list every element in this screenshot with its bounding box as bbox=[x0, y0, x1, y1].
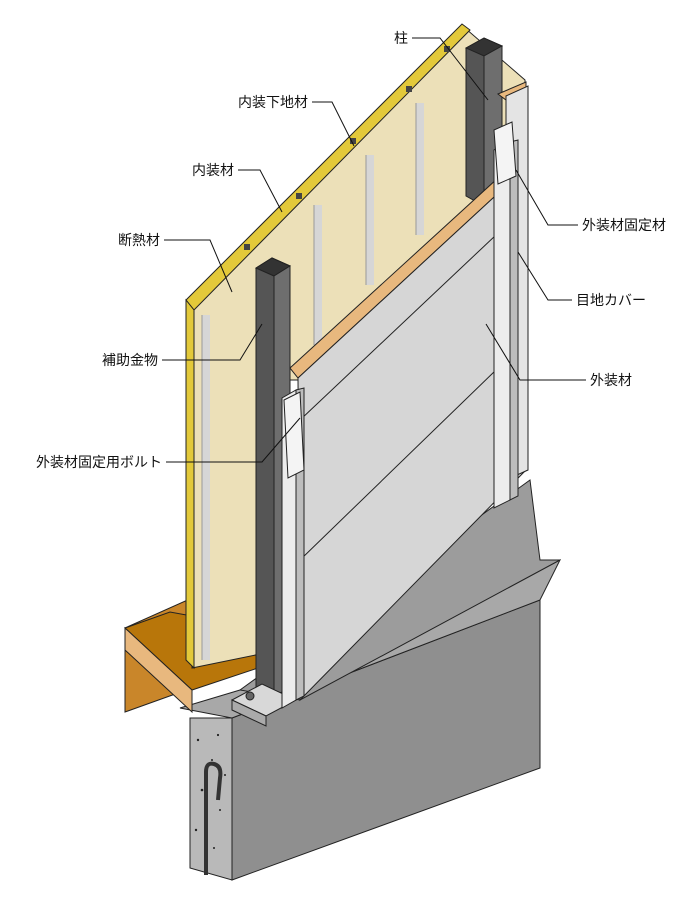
joint-cover-rail bbox=[493, 139, 519, 509]
label-exterior-fixing-member: 外装材固定材 bbox=[582, 218, 666, 234]
fixing-bracket bbox=[283, 121, 517, 479]
label-column: 柱 bbox=[394, 31, 408, 47]
label-exterior-panel: 外装材 bbox=[590, 373, 632, 389]
label-interior-substrate: 内装下地材 bbox=[238, 95, 308, 111]
column-right bbox=[464, 37, 504, 207]
leader-lines bbox=[162, 37, 586, 463]
label-joint-cover: 目地カバー bbox=[576, 293, 646, 309]
label-interior-finish: 内装材 bbox=[192, 163, 234, 179]
label-insulation: 断熱材 bbox=[118, 233, 160, 249]
label-exterior-fixing-bolt: 外装材固定用ボルト bbox=[36, 455, 162, 471]
label-auxiliary-bracket: 補助金物 bbox=[102, 353, 158, 369]
anchor-rod bbox=[204, 761, 223, 875]
